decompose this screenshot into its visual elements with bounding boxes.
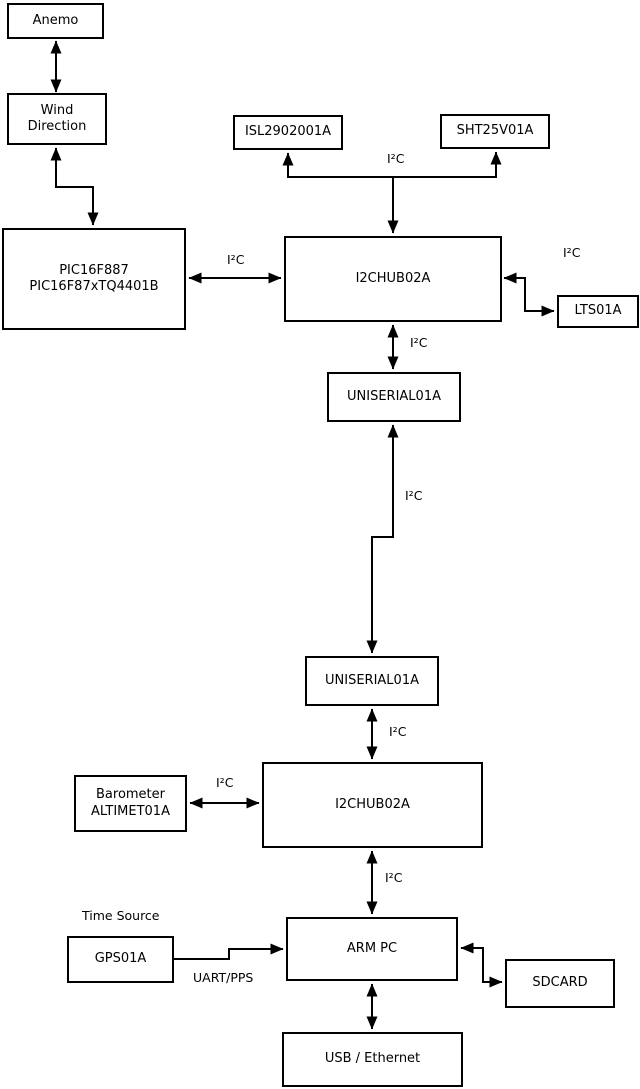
node-uniserial01a-1-label: UNISERIAL01A: [347, 388, 441, 404]
node-i2chub02a-1-label: I2CHUB02A: [355, 270, 431, 286]
node-i2chub02a-2-label: I2CHUB02A: [335, 796, 410, 812]
node-i2chub02a-2: I2CHUB02A: [262, 762, 483, 848]
node-anemo-label: Anemo: [32, 12, 79, 28]
node-sht25v01a-label: SHT25V01A: [456, 123, 534, 139]
connector-gps-arm: [174, 943, 284, 960]
edge-label-i2c-hub1-uniserial1: I²C: [410, 335, 428, 350]
edge-label-i2c-uniserial2-hub2: I²C: [389, 724, 407, 739]
node-barometer-label-line2: ALTIMET01A: [91, 803, 170, 819]
node-wind-direction: Wind Direction: [7, 93, 107, 145]
connector-arm-sdcard: [460, 942, 503, 988]
node-wind-direction-label-line1: Wind: [40, 102, 74, 118]
node-barometer-label-line1: Barometer: [96, 787, 165, 803]
node-uniserial01a-1: UNISERIAL01A: [327, 372, 461, 422]
edge-label-i2c-hub2-arm: I²C: [385, 870, 403, 885]
node-usb-ethernet: USB / Ethernet: [282, 1032, 463, 1087]
edge-label-i2c-hub1-lts: I²C: [563, 245, 581, 260]
edge-label-i2c-hub1-sensors: I²C: [387, 151, 405, 166]
node-barometer-altimet01a: Barometer ALTIMET01A: [74, 775, 187, 832]
node-sdcard: SDCARD: [505, 959, 615, 1008]
connector-hub1-lts: [503, 272, 555, 317]
node-lts01a-label: LTS01A: [574, 303, 622, 319]
node-arm-pc-label: ARM PC: [346, 940, 398, 956]
connector-wind-pic: [50, 147, 99, 226]
node-pic16f887-label-line1: PIC16F887: [59, 262, 129, 278]
node-i2chub02a-1: I2CHUB02A: [284, 236, 502, 322]
connector-uniserial1-uniserial2: [366, 424, 399, 654]
node-isl2902001a-label: ISL2902001A: [244, 124, 332, 140]
node-gps01a: GPS01A: [67, 936, 174, 983]
edge-label-uart-pps: UART/PPS: [193, 970, 254, 985]
node-anemo: Anemo: [7, 3, 104, 39]
node-uniserial01a-2-label: UNISERIAL01A: [325, 672, 419, 688]
label-time-source: Time Source: [82, 908, 160, 923]
node-uniserial01a-2: UNISERIAL01A: [305, 656, 439, 706]
node-sdcard-label: SDCARD: [532, 975, 588, 991]
node-gps01a-label: GPS01A: [94, 951, 147, 967]
node-arm-pc: ARM PC: [286, 917, 458, 981]
edge-label-i2c-pic-hub1: I²C: [227, 252, 245, 267]
edge-label-i2c-uniserial1-uniserial2: I²C: [405, 488, 423, 503]
node-pic16f887-label-line2: PIC16F87xTQ4401B: [29, 279, 159, 294]
node-wind-direction-label-line2: Direction: [27, 119, 87, 134]
node-usb-ethernet-label: USB / Ethernet: [324, 1051, 421, 1067]
node-isl2902001a: ISL2902001A: [233, 115, 343, 150]
node-pic16f887: PIC16F887 PIC16F87xTQ4401B: [2, 228, 186, 330]
edge-label-i2c-barometer-hub2: I²C: [216, 775, 234, 790]
node-lts01a: LTS01A: [557, 295, 639, 328]
node-sht25v01a: SHT25V01A: [440, 114, 550, 149]
